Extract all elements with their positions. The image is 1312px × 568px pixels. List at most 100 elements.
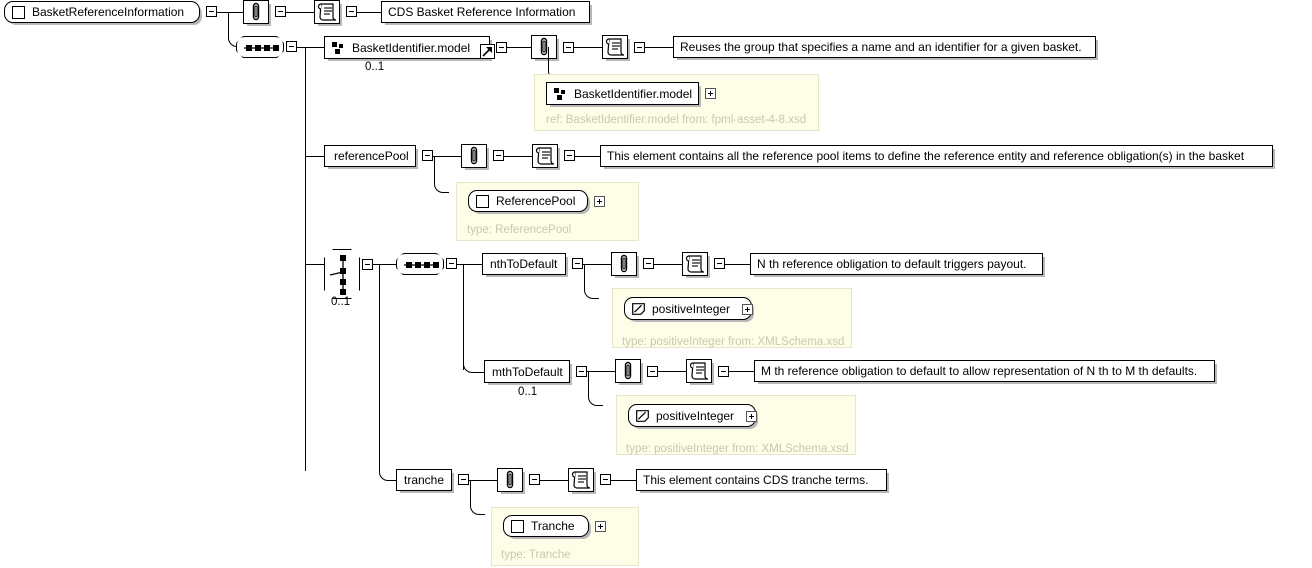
connector-mth-doc-to-text bbox=[729, 371, 754, 372]
collapse-icon-inner-sequence[interactable] bbox=[446, 258, 457, 269]
connector-tranche-panel-branch bbox=[470, 480, 485, 515]
collapse-icon-nth-annotation[interactable] bbox=[643, 258, 654, 269]
external-ref-arrow-glyph bbox=[482, 47, 492, 57]
connector-trunk-to-reference-pool bbox=[305, 156, 324, 157]
collapse-icon-nth-to-default[interactable] bbox=[572, 258, 583, 269]
documentation-label: Reuses the group that specifies a name a… bbox=[680, 40, 1082, 54]
documentation-icon-basket-identifier[interactable] bbox=[602, 35, 628, 59]
panel-node-basket-identifier-model[interactable]: BasketIdentifier.model bbox=[546, 82, 699, 105]
collapse-icon-basket-identifier[interactable] bbox=[496, 42, 507, 53]
documentation-glyph bbox=[317, 3, 337, 21]
node-label: positiveInteger bbox=[656, 408, 735, 423]
node-label: tranche bbox=[404, 473, 445, 487]
connector-trunk-to-choice bbox=[305, 264, 325, 265]
connector-inner-trunk-to-mth bbox=[463, 340, 486, 373]
expand-icon-panel-reference-pool[interactable] bbox=[594, 196, 605, 207]
documentation-label: This element contains CDS tranche terms. bbox=[643, 473, 869, 487]
external-ref-arrow-icon[interactable] bbox=[480, 44, 495, 59]
collapse-icon-tranche-annotation[interactable] bbox=[529, 474, 540, 485]
panel-node-tranche[interactable]: Tranche bbox=[503, 515, 589, 537]
documentation-icon-tranche[interactable] bbox=[568, 468, 594, 492]
panel-note-reference-pool: type: ReferencePool bbox=[467, 224, 572, 236]
collapse-icon-root-sequence[interactable] bbox=[286, 41, 297, 52]
cardinality-mth-to-default: 0..1 bbox=[518, 386, 538, 398]
collapse-icon-mth-annotation[interactable] bbox=[647, 366, 658, 377]
documentation-text-tranche: This element contains CDS tranche terms. bbox=[636, 469, 887, 491]
simple-type-glyph bbox=[632, 302, 645, 315]
documentation-icon-root[interactable] bbox=[314, 0, 340, 24]
node-label: BasketReferenceInformation bbox=[32, 5, 185, 19]
annotation-icon-nth-to-default[interactable] bbox=[611, 252, 637, 276]
connector-choice-trunk-to-tranche bbox=[379, 440, 402, 481]
documentation-text-root: CDS Basket Reference Information bbox=[381, 1, 590, 23]
panel-note-tranche: type: Tranche bbox=[501, 549, 571, 561]
simple-type-icon bbox=[636, 409, 649, 422]
expand-icon-panel-tranche[interactable] bbox=[595, 521, 606, 532]
collapse-icon-nth-documentation[interactable] bbox=[714, 258, 725, 269]
connector-rp-panel-branch bbox=[434, 156, 449, 193]
documentation-label: N th reference obligation to default tri… bbox=[757, 257, 1027, 271]
expand-icon-panel-mth[interactable] bbox=[746, 411, 757, 422]
collapse-icon-reference-pool[interactable] bbox=[422, 150, 433, 161]
documentation-text-mth-to-default: M th reference obligation to default to … bbox=[754, 360, 1215, 382]
trunk-vertical-choice bbox=[379, 264, 380, 472]
panel-node-positive-integer-nth[interactable]: positiveInteger bbox=[624, 297, 752, 320]
annotation-glyph bbox=[540, 37, 548, 56]
connector-bi-annotation-to-doc bbox=[574, 47, 602, 48]
node-tranche[interactable]: tranche bbox=[396, 469, 452, 491]
collapse-icon-tranche-documentation[interactable] bbox=[600, 474, 611, 485]
collapse-icon-rp-annotation[interactable] bbox=[493, 150, 504, 161]
node-basket-reference-information[interactable]: BasketReferenceInformation bbox=[4, 1, 200, 23]
element-icon bbox=[476, 194, 489, 208]
connector-nth-doc-to-text bbox=[725, 264, 750, 265]
documentation-icon-mth-to-default[interactable] bbox=[686, 359, 712, 383]
connector-mth-panel-branch bbox=[588, 371, 603, 406]
collapse-icon-mth-to-default[interactable] bbox=[576, 366, 587, 377]
panel-node-positive-integer-mth[interactable]: positiveInteger bbox=[628, 404, 756, 427]
documentation-label: CDS Basket Reference Information bbox=[388, 5, 576, 19]
expand-icon-panel-nth[interactable] bbox=[742, 304, 753, 315]
connector-documentation-to-text bbox=[357, 12, 381, 13]
annotation-icon-reference-pool[interactable] bbox=[461, 144, 487, 168]
collapse-icon-root[interactable] bbox=[206, 6, 217, 17]
expand-icon-panel-basket-identifier[interactable] bbox=[705, 88, 716, 99]
collapse-icon-mth-documentation[interactable] bbox=[718, 366, 729, 377]
node-label: nthToDefault bbox=[490, 257, 558, 271]
connector-root-branch bbox=[228, 12, 243, 47]
documentation-icon-nth-to-default[interactable] bbox=[682, 252, 708, 276]
connector-choice-trunk-to-inner-sequence bbox=[379, 264, 396, 265]
panel-node-reference-pool[interactable]: ReferencePool bbox=[468, 190, 588, 212]
documentation-icon-reference-pool[interactable] bbox=[532, 144, 558, 168]
node-label: BasketIdentifier.model bbox=[352, 40, 471, 55]
sequence-icon bbox=[244, 45, 279, 51]
connector-rp-doc-to-text bbox=[575, 156, 600, 157]
node-mth-to-default[interactable]: mthToDefault bbox=[484, 360, 570, 383]
sequence-compositor-root[interactable] bbox=[236, 36, 284, 58]
documentation-glyph bbox=[685, 255, 705, 273]
collapse-icon-rp-documentation[interactable] bbox=[564, 150, 575, 161]
annotation-glyph bbox=[620, 254, 628, 273]
connector-mth-annotation-to-doc bbox=[658, 371, 686, 372]
annotation-icon-tranche[interactable] bbox=[497, 468, 523, 492]
connector-annotation-to-documentation bbox=[286, 12, 314, 13]
node-nth-to-default[interactable]: nthToDefault bbox=[482, 253, 566, 275]
choice-compositor[interactable] bbox=[324, 249, 360, 299]
annotation-icon-mth-to-default[interactable] bbox=[615, 359, 641, 383]
documentation-label: This element contains all the reference … bbox=[607, 149, 1245, 163]
documentation-glyph bbox=[571, 471, 591, 489]
connector-inner-trunk-to-nth bbox=[463, 264, 482, 265]
connector-tranche-annotation-to-doc bbox=[540, 480, 568, 481]
collapse-icon-root-annotation[interactable] bbox=[275, 6, 286, 17]
collapse-icon-root-documentation[interactable] bbox=[346, 6, 357, 17]
collapse-icon-bi-annotation[interactable] bbox=[563, 42, 574, 53]
group-ref-icon bbox=[332, 41, 345, 54]
collapse-icon-tranche[interactable] bbox=[458, 474, 469, 485]
node-reference-pool[interactable]: referencePool bbox=[324, 145, 416, 167]
element-icon bbox=[12, 5, 25, 19]
annotation-icon-root[interactable] bbox=[243, 0, 269, 24]
sequence-compositor-inner[interactable] bbox=[396, 253, 444, 275]
collapse-icon-bi-documentation[interactable] bbox=[634, 42, 645, 53]
collapse-icon-choice[interactable] bbox=[362, 259, 373, 270]
connector-bi-doc-to-text bbox=[645, 47, 673, 48]
node-basket-identifier-model[interactable]: BasketIdentifier.model bbox=[324, 36, 490, 59]
